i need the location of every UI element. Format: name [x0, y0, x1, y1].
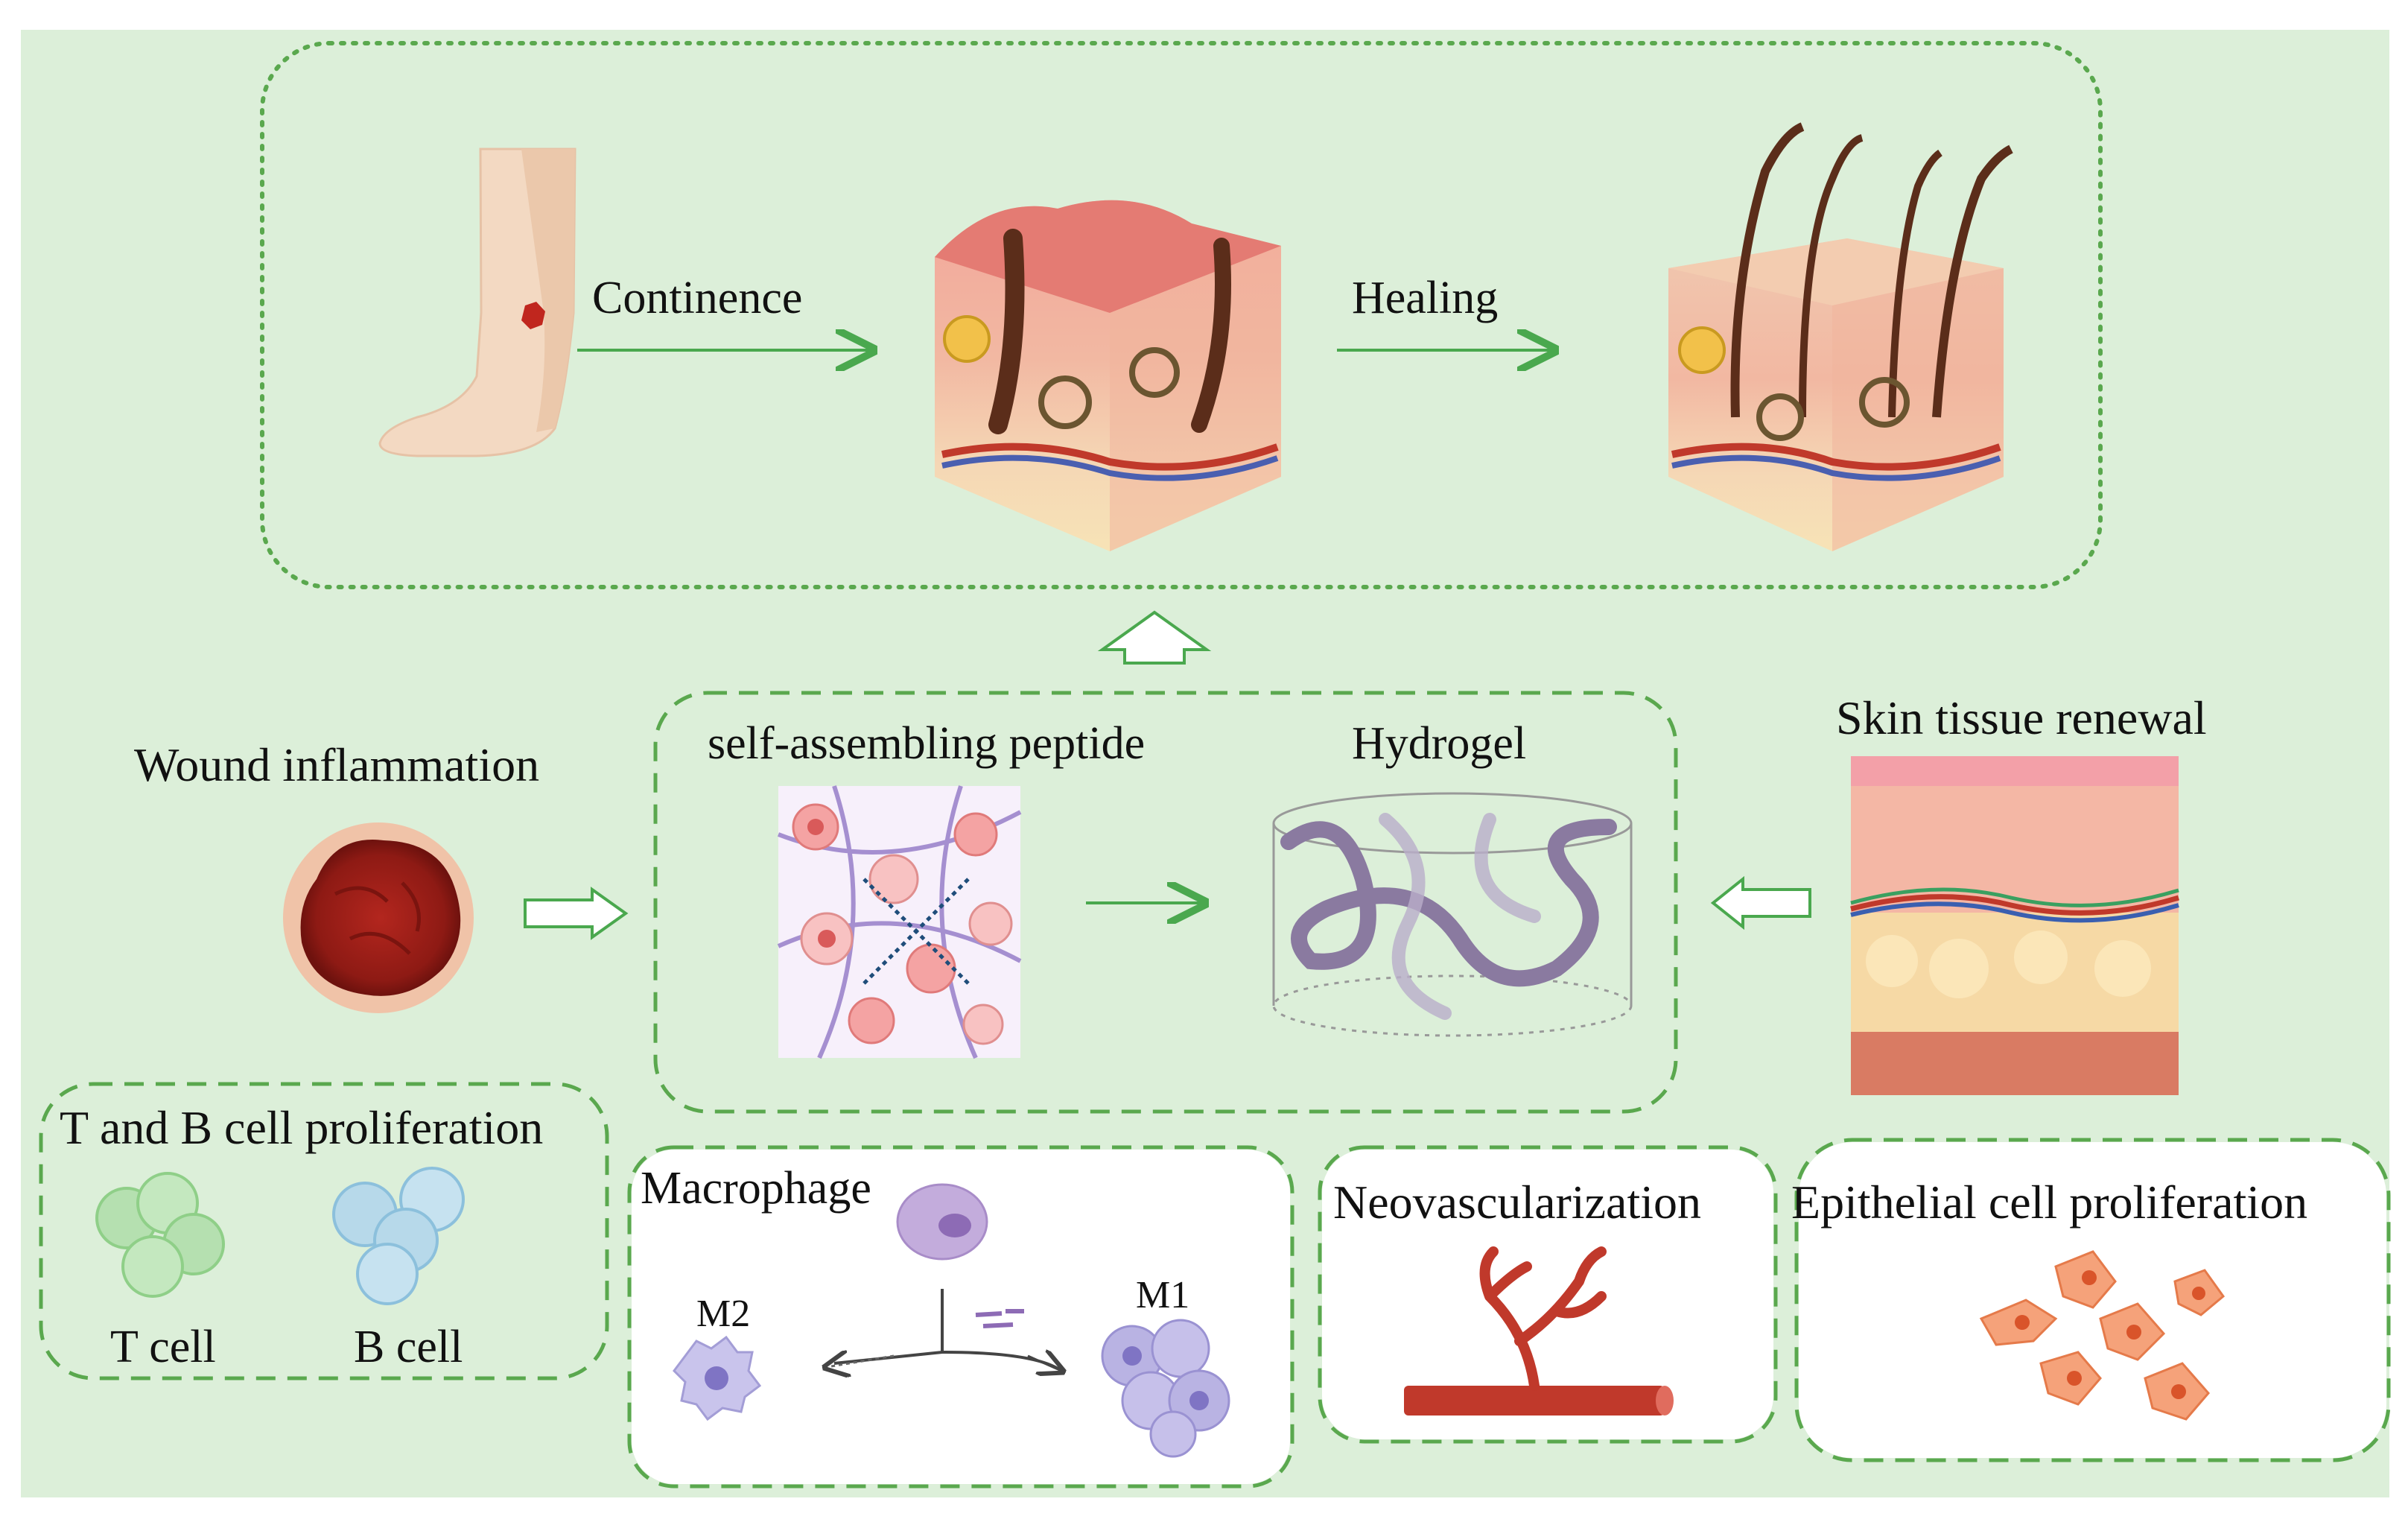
b-cell-label: B cell — [354, 1322, 463, 1372]
epithelial-cells-illustration — [1979, 1250, 2226, 1421]
cytokine-signals — [975, 1309, 1024, 1328]
continence-label: Continence — [592, 273, 802, 323]
b-cell-cluster-illustration — [332, 1167, 465, 1305]
macrophage-panel-border — [627, 1145, 1294, 1489]
skin-tissue-renewal-label: Skin tissue renewal — [1836, 691, 2207, 744]
top-panel-border — [260, 41, 2103, 589]
wound-inflammation-label: Wound inflammation — [134, 738, 539, 791]
right-block-arrow — [524, 887, 629, 940]
healed-skin-block-illustration — [1668, 122, 2013, 551]
healing-label: Healing — [1352, 273, 1498, 323]
peptide-hydrogel-panel-border — [653, 691, 1678, 1114]
m1-macrophage-illustration — [1101, 1319, 1230, 1458]
wound-illustration — [283, 822, 474, 1013]
epithelial-title: Epithelial cell proliferation — [1791, 1176, 2307, 1229]
m2-macrophage-illustration — [673, 1335, 762, 1421]
neovascularization-title: Neovascularization — [1333, 1176, 1701, 1229]
tb-cell-panel-border — [39, 1082, 609, 1380]
blood-vessel-illustration — [1404, 1246, 1674, 1416]
m1-label: M1 — [1136, 1274, 1189, 1316]
hydrogel-cylinder-illustration — [1272, 792, 1633, 1037]
peptide-label: self-assembling peptide — [708, 718, 1145, 769]
m2-label: M2 — [696, 1293, 750, 1335]
t-cell-label: T cell — [110, 1322, 216, 1372]
neovascularization-panel-fill — [1322, 1150, 1773, 1439]
macrophage-cell-illustration — [896, 1183, 988, 1261]
hydrogel-label: Hydrogel — [1352, 718, 1526, 769]
t-cell-cluster-illustration — [95, 1172, 225, 1298]
neovascularization-panel-border — [1318, 1145, 1778, 1444]
left-block-arrow — [1710, 875, 1811, 931]
wounded-skin-block-illustration — [935, 200, 1281, 551]
skin-tissue-illustration — [1850, 756, 2180, 1095]
up-block-arrow — [1097, 610, 1212, 665]
to-m1-arrow — [1027, 1356, 1061, 1371]
epithelial-panel-border — [1794, 1138, 2391, 1462]
peptide-network-illustration — [777, 785, 1022, 1059]
leg-wound — [521, 302, 545, 329]
leg-with-wound-illustration — [378, 148, 576, 457]
macrophage-title: Macrophage — [641, 1163, 871, 1214]
tb-cell-title: T and B cell proliferation — [60, 1101, 543, 1154]
